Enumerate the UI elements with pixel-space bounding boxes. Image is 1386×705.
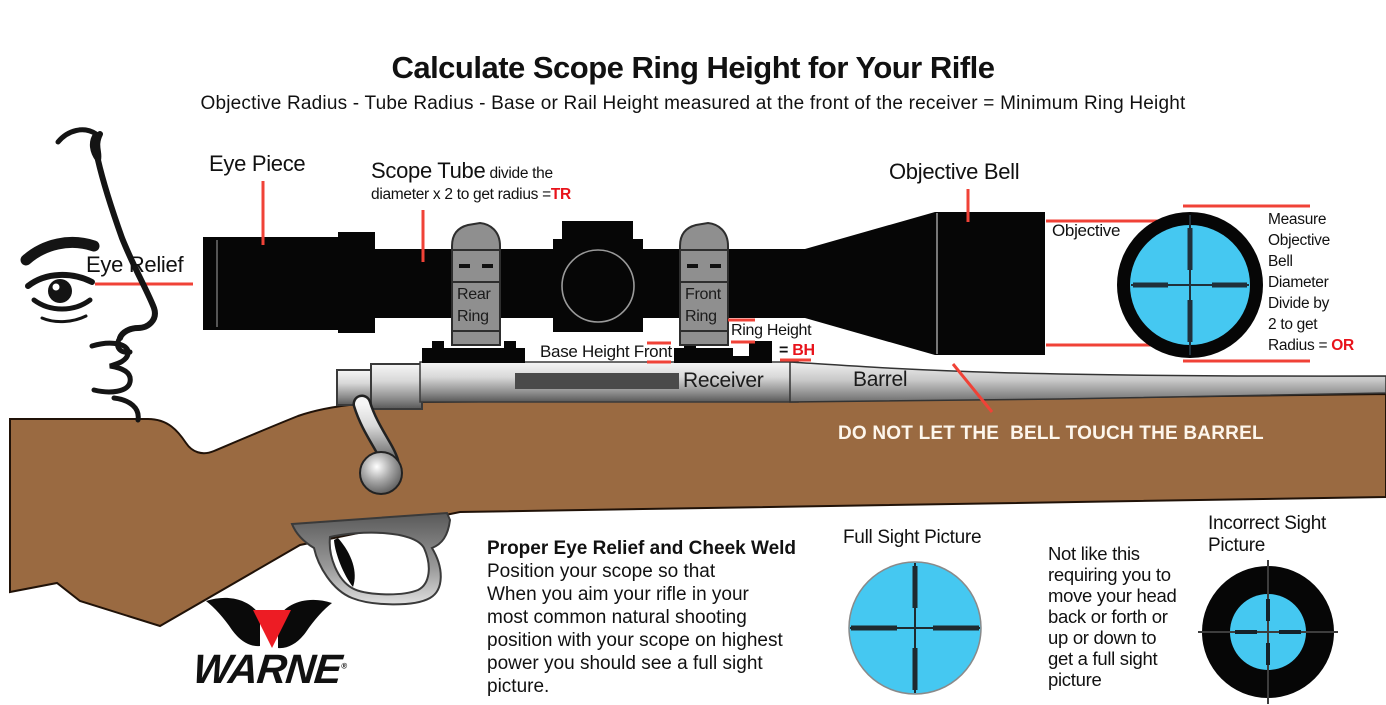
not-like-this-text: Not like this requiring you to move your… [1048, 543, 1177, 690]
receiver-port [515, 373, 679, 389]
bell-touch-pointer [951, 363, 994, 413]
proper-eye-relief-body: Position your scope so that When you aim… [487, 561, 783, 697]
objective-label: Objective [1052, 221, 1121, 240]
scope-bases [422, 341, 772, 363]
ring-height-label: Ring Height [731, 322, 812, 339]
warne-brand-text: WARNE [190, 646, 344, 692]
bolt-rear [370, 363, 423, 410]
objective-bell-label: Objective Bell [889, 159, 1020, 184]
full-sight-label: Full Sight Picture [843, 527, 982, 548]
proper-eye-relief-heading: Proper Eye Relief and Cheek Weld [487, 538, 797, 559]
eyebrow [20, 237, 100, 266]
warne-logo-wordmark: WARNE® [158, 646, 383, 693]
front-base [674, 341, 772, 363]
scope-rings [451, 221, 729, 346]
eye-iris [48, 279, 72, 303]
incorrect-sight-label: Incorrect Sight Picture [1208, 513, 1326, 556]
objective-radius-abbr: OR [1331, 337, 1354, 354]
face-profile [20, 127, 158, 423]
incorrect-sight-picture [1198, 560, 1338, 704]
receiver-label: Receiver [683, 369, 764, 392]
eyepiece [203, 237, 340, 330]
bolt-knob [359, 451, 403, 495]
full-sight-picture [848, 561, 982, 695]
measure-note-lines: Measure Objective Bell Diameter Divide b… [1268, 211, 1330, 333]
scope-tube-note: divide the [485, 165, 553, 182]
barrel-shape [789, 361, 1386, 403]
objective-end-view [1117, 212, 1263, 358]
page-title: Calculate Scope Ring Height for Your Rif… [391, 50, 995, 85]
scope [203, 212, 1045, 355]
bh-label: = BH [779, 342, 815, 360]
objective-bell-shape [805, 212, 1045, 355]
warne-logo-triangle [253, 610, 291, 648]
registered-mark: ® [340, 661, 348, 671]
rear-ring-shape [451, 221, 501, 346]
base-height-front-label: Base Height Front [540, 342, 672, 361]
page-subtitle: Objective Radius - Tube Radius - Base or… [200, 93, 1186, 114]
bolt-handle [352, 394, 403, 495]
rear-ring-label: Rear Ring [457, 286, 491, 325]
radius-eq-text: Radius = [1268, 337, 1332, 354]
scope-tube-formula-text: diameter x 2 to get radius = [371, 186, 551, 203]
rear-base [422, 341, 525, 363]
front-ring-label: Front Ring [685, 286, 721, 325]
receiver-group [336, 361, 1386, 410]
turret-housing [553, 239, 643, 332]
base-height-abbr: BH [792, 342, 815, 359]
pointer-lines [95, 181, 1310, 413]
warne-logo-mark [206, 597, 332, 649]
front-ring-shape [679, 221, 729, 346]
power-ring [338, 232, 375, 333]
eye-relief-label: Eye Relief [86, 252, 184, 277]
scope-tube-formula: diameter x 2 to get radius =TR [371, 186, 571, 204]
eye-piece-label: Eye Piece [209, 151, 306, 176]
scope-tube-text: Scope Tube [371, 158, 486, 183]
trigger [334, 538, 355, 587]
trigger-guard [290, 511, 452, 606]
tube-radius-abbr: TR [550, 186, 571, 203]
scope-tube-label: Scope Tube divide the [371, 158, 553, 183]
equals-sign: = [779, 342, 789, 359]
bell-warning-text: DO NOT LET THE BELL TOUCH THE BARREL [838, 423, 1264, 444]
barrel-label: Barrel [853, 368, 908, 391]
measure-note-radius: Radius = OR [1268, 335, 1354, 356]
turret-dial [561, 249, 635, 323]
measure-note: Measure Objective Bell Diameter Divide b… [1268, 209, 1354, 356]
turret-knob [562, 221, 633, 241]
